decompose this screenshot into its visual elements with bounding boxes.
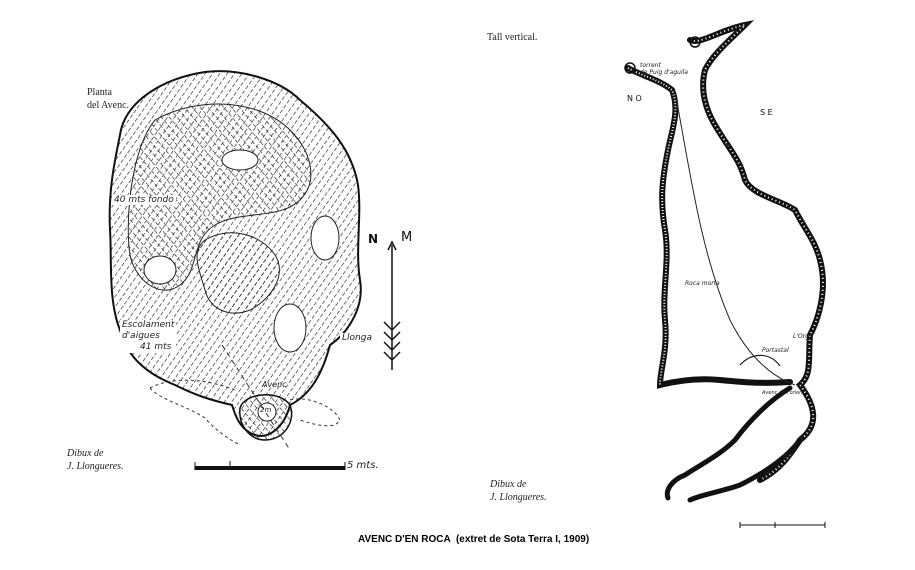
plan-credit-line2: J. Llongueres.	[67, 461, 124, 472]
section-torrent-label: torrent de Puig d'aguila	[640, 62, 688, 76]
section-no-label: N O	[627, 94, 642, 103]
plan-view	[108, 70, 362, 451]
plan-title-line1: Planta	[87, 87, 112, 98]
section-torrent-rocks	[624, 62, 636, 74]
plan-pocket-lower	[273, 303, 307, 353]
plan-credit: Dibux de J. Llongueres.	[67, 447, 124, 473]
section-lower-passage	[664, 385, 803, 503]
plan-avenc-label: Avenc	[262, 380, 287, 389]
section-title: Tall vertical.	[487, 32, 538, 43]
section-top-rocks	[689, 36, 701, 48]
section-torrent-line1: torrent	[640, 62, 661, 69]
plan-credit-line1: Dibux de	[67, 448, 104, 459]
section-left-wall	[625, 65, 793, 389]
plan-title: Planta del Avenc.	[87, 86, 129, 112]
section-credit: Dibux de J. Llongueres.	[490, 478, 547, 504]
section-lorga-label: L'Orga	[793, 333, 813, 340]
plan-scale-label: 5 mts.	[347, 460, 379, 471]
plan-pocket-right	[310, 215, 340, 261]
section-shaft-line	[674, 91, 796, 386]
plan-small-label: 2m	[260, 406, 272, 414]
section-ledge	[739, 354, 781, 367]
section-view	[624, 20, 826, 503]
plan-longa-label: Llonga	[340, 333, 374, 343]
section-portastal-label: Portastal	[762, 347, 789, 354]
north-arrow	[383, 240, 401, 370]
plan-pocket-top	[221, 149, 259, 171]
plan-contour-1	[127, 103, 312, 291]
plan-contour-2	[196, 232, 280, 314]
section-credit-line2: J. Llongueres.	[490, 492, 547, 503]
plan-depth-label: 40 mts fondo	[112, 195, 176, 205]
section-right-wall	[687, 20, 826, 483]
section-se-label: S E	[760, 108, 773, 117]
plan-runoff-line1: Escolament	[122, 320, 175, 330]
plan-runoff-line3: 41 mts	[140, 342, 172, 352]
plan-runoff-label: Escolament d'aigues 41 mts	[120, 320, 177, 353]
plan-dashed-axis	[221, 344, 291, 451]
section-dot	[725, 143, 729, 147]
section-torrent-line2: de Puig d'aguila	[640, 69, 688, 76]
section-avenc-label: Avenc de l'orient	[762, 390, 805, 396]
figure-caption: AVENC D'EN ROCA (extret de Sota Terra I,…	[358, 534, 590, 545]
plan-scale-bar	[194, 461, 346, 470]
plan-title-line2: del Avenc.	[87, 100, 130, 111]
plan-dashed-outline	[149, 379, 341, 446]
north-label-m: M	[401, 230, 413, 245]
section-scale-bar	[739, 522, 826, 528]
section-credit-line1: Dibux de	[490, 479, 527, 490]
section-rock-label: Roca morta	[685, 280, 720, 287]
plan-runoff-line2: d'aigues	[122, 331, 160, 341]
north-label-n: N	[368, 232, 379, 246]
plan-pocket-left	[143, 255, 177, 285]
